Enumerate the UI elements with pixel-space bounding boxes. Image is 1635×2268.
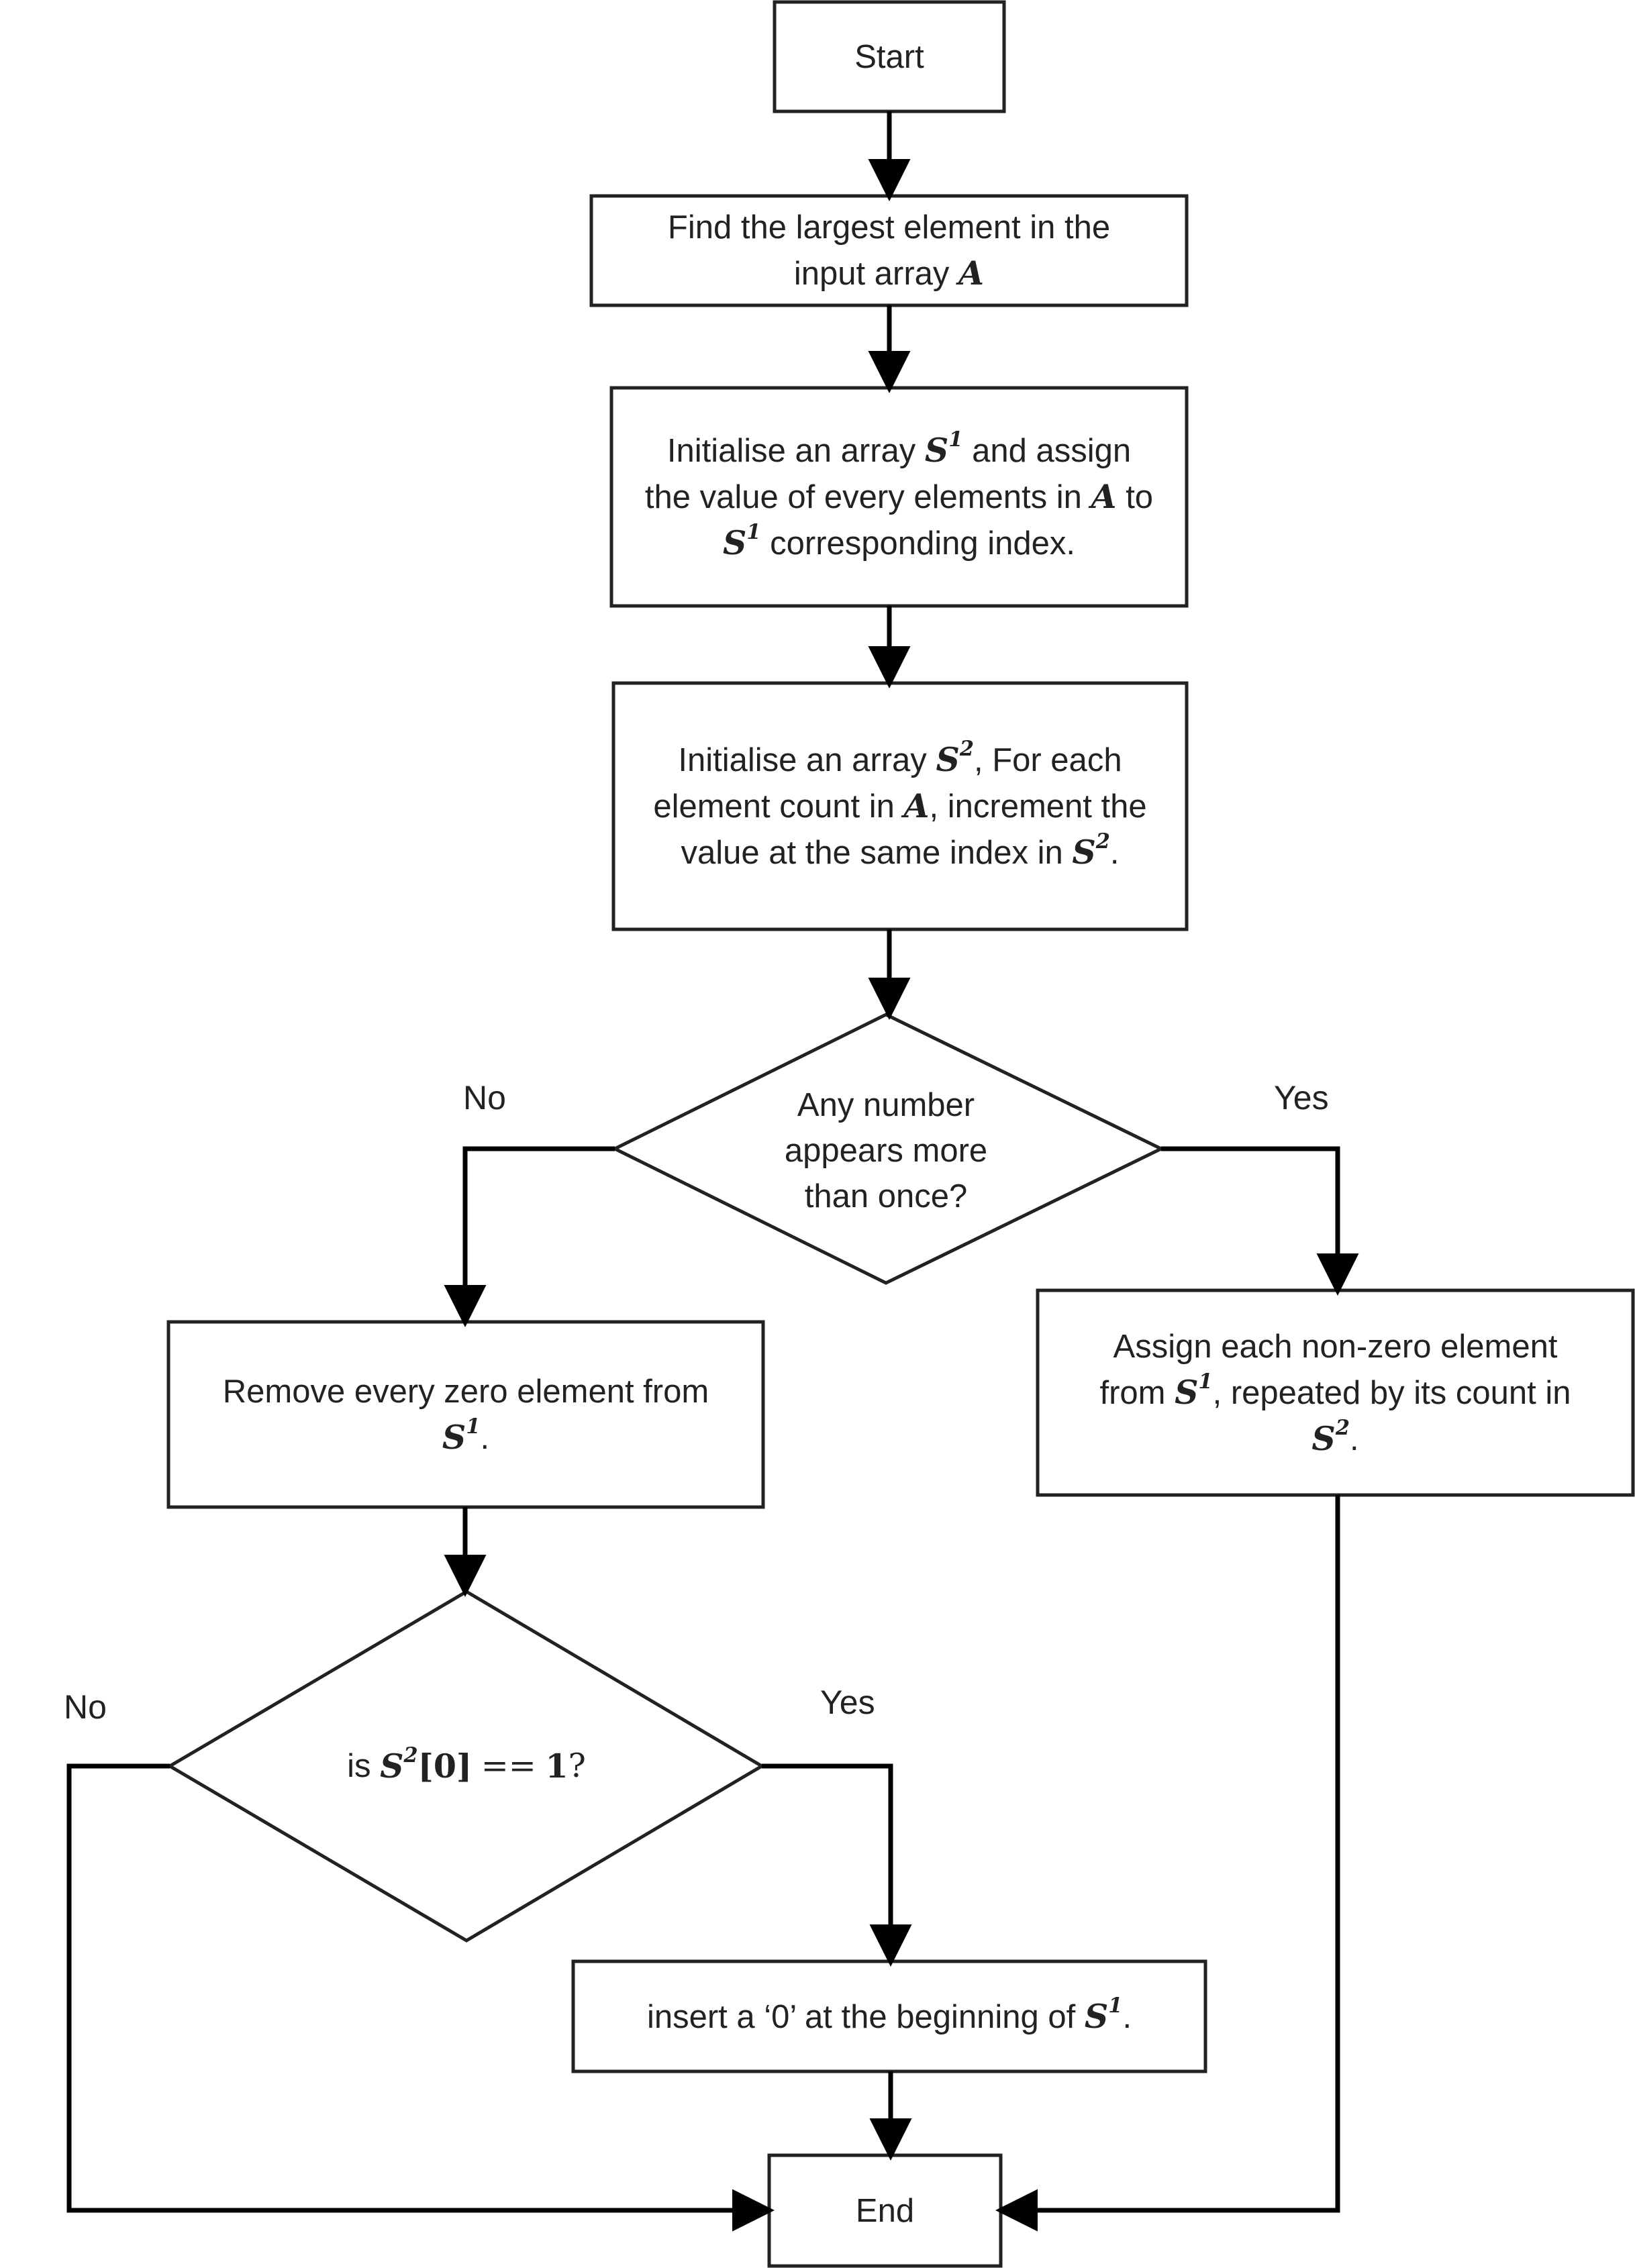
decision-repeat-text: Any number appears more than once?: [784, 1087, 988, 1215]
init-s1-text-2: and assign the value of every elements i…: [644, 433, 1132, 515]
array-a-symbol: A: [958, 254, 985, 293]
find-largest-node: Find the largest element in the input ar…: [591, 196, 1187, 305]
decision-repeat-node: Any number appears more than once?: [765, 1074, 1007, 1228]
init-s2-node: Initialise an array S2, For each element…: [613, 683, 1187, 929]
s1-symbol: S1: [1175, 1369, 1213, 1412]
period: .: [1122, 1998, 1132, 2035]
end-node: End: [769, 2155, 1001, 2266]
init-s2-box: [611, 681, 1189, 931]
array-a-symbol: A: [1091, 477, 1117, 516]
branch-label-repeat-no: No: [463, 1079, 506, 1117]
branch-label-repeat-yes: Yes: [1274, 1079, 1329, 1117]
arrow-assign-to-end: [995, 1495, 1340, 2232]
insert-zero-node: insert a ‘0’ at the beginning of S1.: [573, 1961, 1205, 2071]
period: .: [480, 1419, 490, 1456]
assign-nonzero-text-1: Assign each non-zero element from: [1099, 1328, 1558, 1411]
remove-zero-text: Remove every zero element from: [222, 1373, 709, 1410]
start-node-box: [773, 0, 1006, 113]
init-s2-text-2: , For each element count in: [653, 742, 1122, 825]
arrow-first-yes-to-insert: [762, 1763, 912, 1967]
init-s2-text-3: , increment the value at the same index …: [681, 788, 1147, 871]
start-label: Start: [854, 38, 924, 75]
decision-first-diamond: [166, 1590, 765, 1943]
end-label: End: [855, 2192, 915, 2229]
equals-operator: ==: [481, 1747, 536, 1785]
period: .: [1349, 1421, 1359, 1457]
s2-symbol: S2: [1072, 829, 1110, 872]
arrow-decision-yes-to-assign: [1161, 1146, 1359, 1296]
arrow-decision-no-to-remove: [444, 1146, 615, 1327]
init-s2-text-1: Initialise an array: [678, 742, 927, 778]
insert-zero-box: [571, 1959, 1207, 2073]
index-zero: [0]: [417, 1747, 473, 1786]
init-s1-text-1: Initialise an array: [666, 433, 916, 469]
compare-value: 1: [545, 1747, 568, 1786]
init-s1-text-4: corresponding index.: [770, 525, 1076, 562]
remove-zero-node: Remove every zero element from S1.: [168, 1322, 763, 1507]
s1-symbol: S1: [722, 520, 761, 562]
arrow-first-no-to-end: [66, 1763, 775, 2232]
s1-symbol: S1: [924, 427, 963, 470]
decision-repeat-diamond: [611, 1013, 1165, 1285]
assign-nonzero-node: Assign each non-zero element from S1, re…: [1038, 1290, 1633, 1495]
insert-zero-text: insert a ‘0’ at the beginning of: [646, 1998, 1076, 2035]
find-largest-box: [589, 194, 1189, 307]
start-node: Start: [775, 2, 1004, 111]
init-s1-node: Initialise an array S1 and assign the va…: [611, 388, 1187, 606]
find-largest-text: Find the largest element in the input ar…: [667, 209, 1111, 292]
s2-symbol: S2: [380, 1743, 418, 1786]
question-mark: ?: [568, 1747, 586, 1785]
init-s2-text-4: .: [1109, 835, 1120, 871]
s1-symbol: S1: [1084, 1993, 1123, 2036]
decision-first-node: is S2[0] == 1?: [289, 1731, 644, 1801]
assign-nonzero-text-2: , repeated by its count in: [1212, 1374, 1571, 1411]
init-s1-text-3: to: [1126, 479, 1154, 515]
branch-label-first-yes: Yes: [820, 1684, 875, 1721]
decision-first-text: is: [347, 1748, 371, 1784]
array-a-symbol: A: [903, 786, 930, 825]
s2-symbol: S2: [936, 737, 974, 779]
branch-label-first-no: No: [64, 1688, 107, 1726]
s1-symbol: S1: [442, 1414, 481, 1457]
remove-zero-box: [166, 1320, 765, 1509]
assign-nonzero-box: [1036, 1288, 1635, 1497]
s2-symbol: S2: [1311, 1415, 1350, 1458]
